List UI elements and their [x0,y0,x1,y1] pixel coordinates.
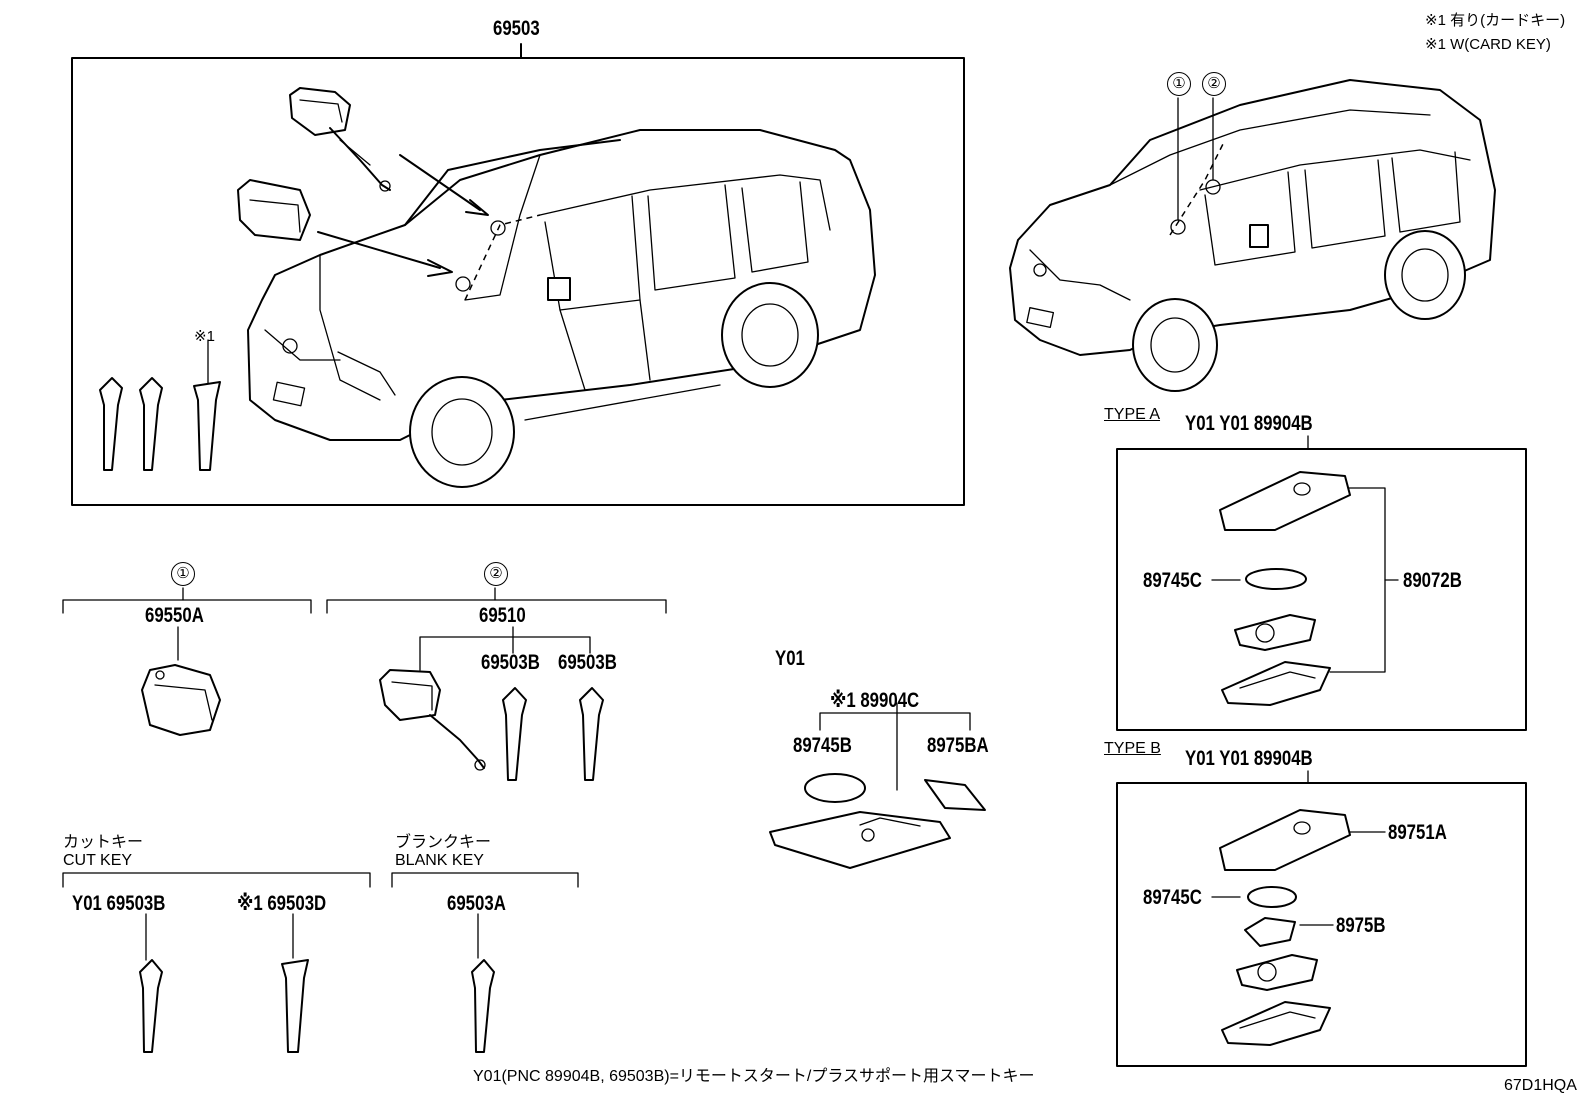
key-part-number-right: 69503B [558,651,617,674]
type-b-key-part-number: 8975B [1336,914,1386,937]
assembly-frame [71,57,965,506]
keys-illustration-main [99,339,221,471]
cylinder-part-number: 69550A [145,604,204,627]
vehicle-illustration-main [247,129,876,488]
type-a-frame [1116,448,1527,731]
callout-circle-2: ② [484,562,508,586]
type-b-frame [1116,782,1527,1067]
cut-key-label-jp: カットキー [63,834,144,851]
blank-key-illustration [471,959,495,1053]
blank-key-label-jp: ブランクキー [395,834,492,851]
type-b-label: TYPE B [1104,740,1161,757]
type-a-label: TYPE A [1104,406,1161,423]
type-b-part-number: Y01 Y01 89904B [1185,747,1313,770]
key-part-number-left: 69503B [481,651,540,674]
cut-key-label-en: CUT KEY [63,852,133,869]
y01-label: Y01 [775,647,805,670]
cut-key-illustration-left [139,959,163,1053]
callout-circle-1-right: ① [1167,72,1191,96]
lock-set-part-number: 69510 [479,604,526,627]
cut-key-part-left: Y01 69503B [72,892,166,915]
cylinder-illustration-main [237,179,311,241]
blank-key-part-number: 69503A [447,892,506,915]
card-key-marker: ※1 [194,328,215,345]
type-a-part-number: Y01 Y01 89904B [1185,412,1313,435]
lock-set-illustration-group2 [379,669,486,771]
cut-key-illustration-right [281,959,309,1053]
card-key-blade-part-number: 8975BA [927,734,989,757]
card-battery-part-number: 89745B [793,734,852,757]
diagram-code: 67D1HQA [1504,1077,1577,1094]
cylinder-illustration-group1 [141,664,221,736]
type-b-battery-part-number: 89745C [1143,886,1202,909]
note-jp: ※1 有り(カードキー) [1425,12,1566,29]
keys-illustration-group2 [502,687,604,781]
lock-cylinder-illustration-main [289,87,391,192]
assembly-part-number: 69503 [493,17,540,40]
blank-key-label-en: BLANK KEY [395,852,484,869]
type-a-case-part-number: 89072B [1403,569,1462,592]
type-b-cover-part-number: 89751A [1388,821,1447,844]
note-en: ※1 W(CARD KEY) [1425,36,1551,53]
type-a-fob-illustration [1219,471,1351,706]
cut-key-part-right: ※1 69503D [237,892,327,915]
type-a-battery-part-number: 89745C [1143,569,1202,592]
type-b-fob-illustration [1219,809,1351,1046]
card-key-part-number: ※1 89904C [830,689,920,712]
footer-remark: Y01(PNC 89904B, 69503B)=リモートスタート/プラスサポート… [473,1068,1035,1085]
callout-circle-2-right: ② [1202,72,1226,96]
vehicle-illustration-right [1009,79,1496,392]
card-key-illustration [769,773,986,869]
callout-circle-1: ① [171,562,195,586]
